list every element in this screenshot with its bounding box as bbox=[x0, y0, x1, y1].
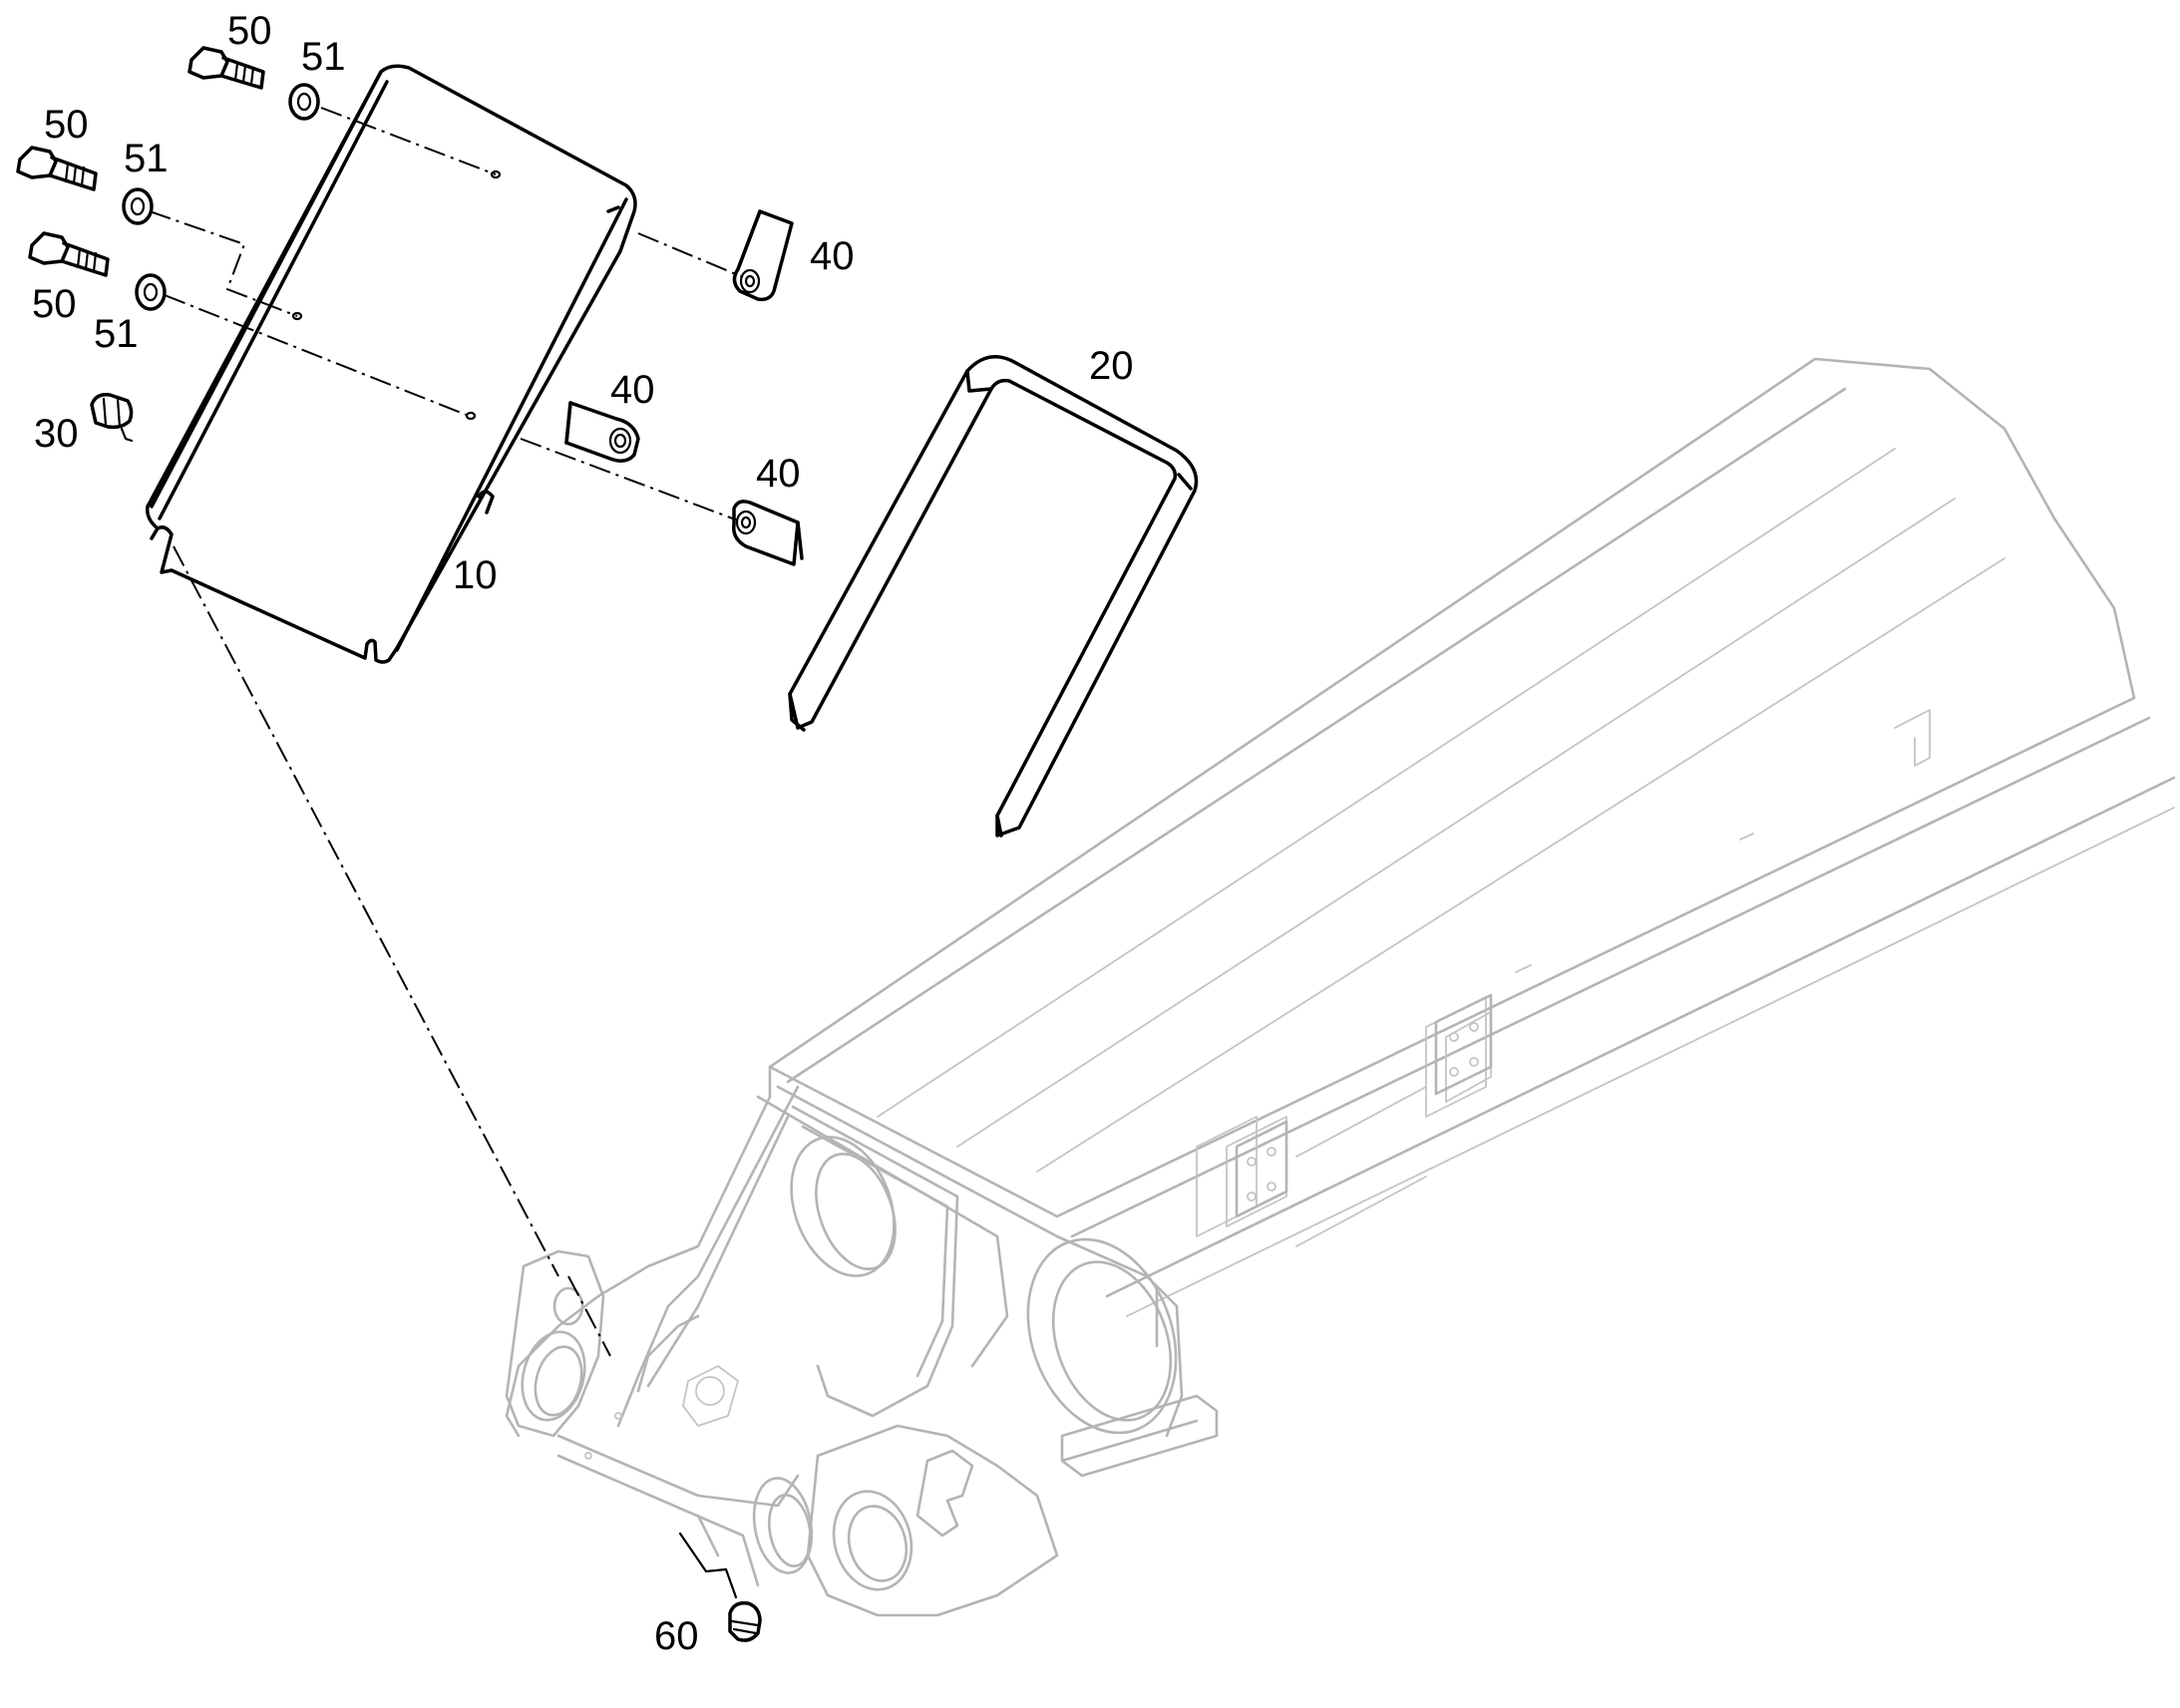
callout-51-middle: 51 bbox=[124, 137, 169, 180]
u-frame-part-20 bbox=[788, 355, 1199, 838]
clip-part-40-upper bbox=[732, 209, 794, 302]
callout-50-top: 50 bbox=[227, 9, 272, 53]
callout-labels: 50 51 50 51 50 51 40 40 40 20 30 10 60 bbox=[32, 9, 1134, 1658]
clip-part-40-middle bbox=[564, 401, 640, 463]
callout-30: 30 bbox=[34, 412, 79, 456]
plug-part-60 bbox=[728, 1600, 762, 1642]
callout-50-middle: 50 bbox=[44, 103, 89, 147]
boom-arm bbox=[505, 357, 2176, 1617]
bolt-part-50-top bbox=[187, 46, 265, 90]
assembly-leader-lines bbox=[149, 107, 744, 1599]
callout-51-bottom: 51 bbox=[94, 312, 139, 356]
callout-51-top: 51 bbox=[301, 35, 346, 79]
callout-40-middle: 40 bbox=[610, 368, 655, 412]
bolt-part-50-bottom bbox=[28, 231, 110, 277]
callout-60: 60 bbox=[654, 1614, 699, 1658]
callout-10: 10 bbox=[453, 553, 498, 597]
callout-20: 20 bbox=[1089, 344, 1134, 388]
clip-part-40-lower bbox=[732, 500, 804, 566]
washer-part-51-middle bbox=[122, 187, 154, 225]
callout-40-lower: 40 bbox=[756, 452, 801, 496]
washer-part-51-top bbox=[288, 83, 320, 121]
cover-plate-part-10 bbox=[145, 64, 637, 664]
bolt-part-50-middle bbox=[16, 146, 98, 191]
washer-part-51-bottom bbox=[135, 273, 167, 311]
callout-50-bottom: 50 bbox=[32, 282, 77, 326]
callout-40-upper: 40 bbox=[810, 234, 855, 278]
screw-part-30 bbox=[90, 392, 134, 443]
